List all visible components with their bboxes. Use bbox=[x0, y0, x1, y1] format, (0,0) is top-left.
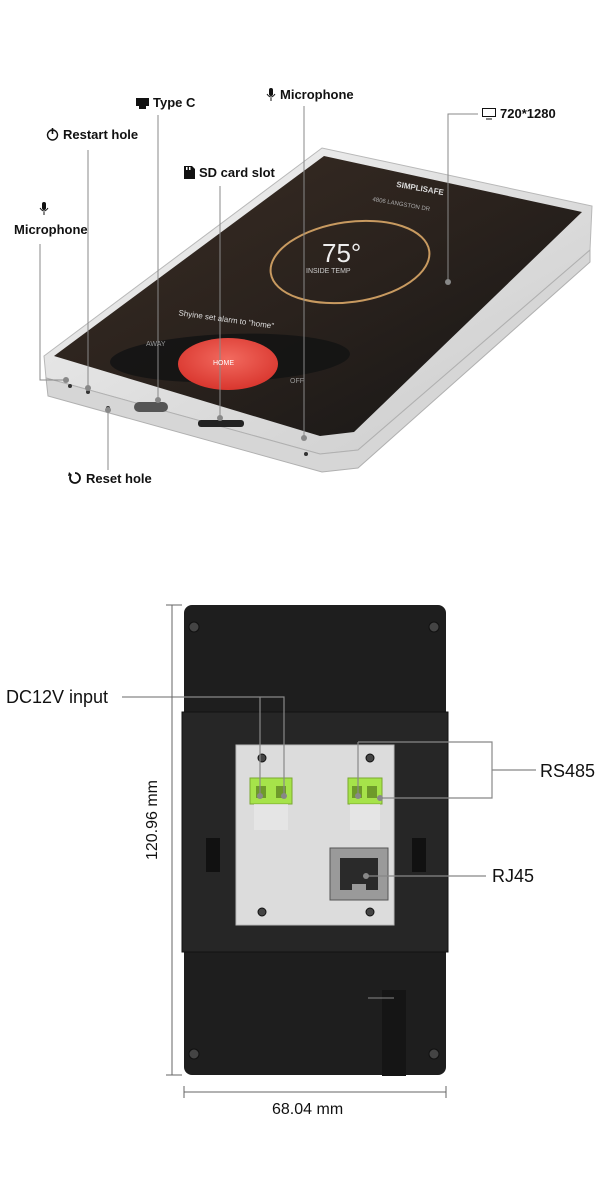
bottom-leader-dots bbox=[257, 793, 383, 879]
sd-card-slot bbox=[198, 420, 244, 427]
sd-card-icon bbox=[184, 166, 195, 181]
usb-c-port bbox=[134, 402, 168, 412]
reset-hole-label: Reset hole bbox=[68, 471, 152, 487]
back-screws bbox=[188, 621, 440, 1060]
right-clip bbox=[412, 838, 426, 872]
screen-mode-away[interactable]: AWAY bbox=[146, 341, 166, 348]
restart-hole bbox=[86, 390, 90, 394]
microphone-top-text: Microphone bbox=[280, 87, 354, 102]
leader-dc-input bbox=[122, 696, 285, 796]
thermostat-ring bbox=[269, 219, 431, 305]
rj45-port bbox=[329, 847, 389, 901]
rs485-terminal-block bbox=[347, 777, 383, 830]
restart-hole-text: Restart hole bbox=[63, 127, 139, 142]
resolution-text: 720*1280 bbox=[500, 106, 556, 121]
restart-hole-label: Restart hole bbox=[46, 128, 138, 143]
reset-arrow-icon bbox=[68, 471, 82, 487]
left-microphone-hole bbox=[68, 384, 72, 388]
height-dimension-label: 120.96 mm bbox=[144, 779, 161, 861]
type-c-label: Type C bbox=[136, 96, 195, 111]
dc-terminal-block bbox=[249, 777, 293, 830]
bottom-leader-lines bbox=[122, 696, 536, 877]
dimension-lines bbox=[166, 604, 447, 1098]
right-microphone-hole bbox=[304, 452, 308, 456]
leader-resolution bbox=[447, 113, 478, 282]
screen-mode-off[interactable]: OFF bbox=[290, 378, 304, 385]
leader-microphone-left bbox=[39, 244, 66, 381]
top-leader-dots bbox=[63, 279, 451, 441]
rs485-label: RS485 bbox=[540, 761, 596, 781]
width-dimension-label: 68.04 mm bbox=[272, 1101, 344, 1118]
microphone-left-text: Microphone bbox=[14, 222, 88, 237]
microphone-icon bbox=[266, 88, 276, 103]
screen-content bbox=[110, 219, 431, 390]
power-icon bbox=[46, 128, 59, 143]
home-mode-button[interactable] bbox=[178, 338, 278, 390]
ribbon-cable-tab bbox=[382, 990, 406, 1076]
sd-card-slot-text: SD card slot bbox=[199, 165, 275, 180]
microphone-left-icon bbox=[14, 202, 74, 217]
left-clip bbox=[206, 838, 220, 872]
microphone-top-label: Microphone bbox=[266, 88, 354, 103]
device-back-view bbox=[181, 605, 449, 1076]
device-side-edge bbox=[45, 248, 591, 473]
monitor-icon bbox=[482, 108, 496, 122]
screen-temperature: 75° bbox=[322, 238, 362, 268]
device-front-view bbox=[43, 147, 593, 473]
screen-temp-caption: INSIDE TEMP bbox=[306, 268, 351, 275]
resolution-label: 720*1280 bbox=[482, 107, 556, 122]
reset-hole-text: Reset hole bbox=[86, 471, 152, 486]
type-c-text: Type C bbox=[153, 95, 196, 110]
sd-card-slot-label: SD card slot bbox=[184, 166, 275, 181]
top-leader-lines bbox=[39, 106, 478, 470]
microphone-left-label: Microphone bbox=[14, 202, 88, 237]
ethernet-port-icon bbox=[136, 98, 149, 111]
screen-mode-home[interactable]: HOME bbox=[213, 360, 234, 367]
rj45-label: RJ45 bbox=[492, 866, 535, 886]
dc-input-label: DC12V input bbox=[6, 687, 109, 707]
